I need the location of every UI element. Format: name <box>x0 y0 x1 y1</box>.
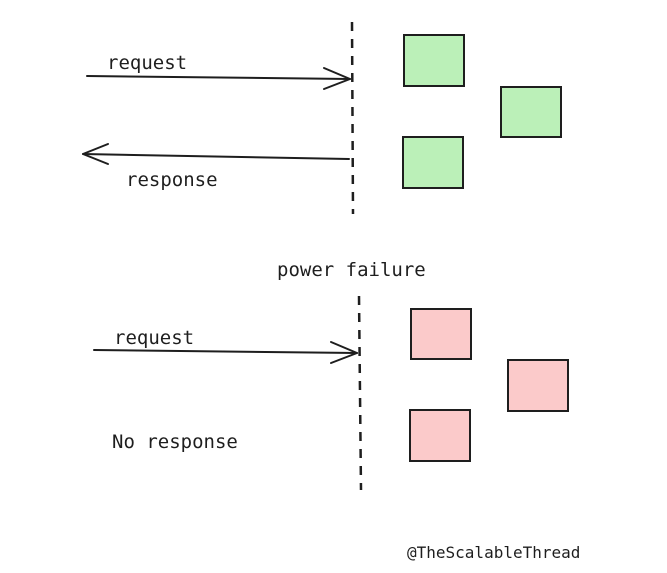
bottom-server-box-1 <box>410 308 472 360</box>
top-response-arrow <box>82 143 350 165</box>
bottom-scenario: request No response <box>93 295 569 491</box>
bottom-boundary-line <box>357 295 363 491</box>
credit-text: @TheScalableThread <box>407 543 580 562</box>
top-request-arrow <box>86 67 351 90</box>
bottom-request-label: request <box>114 327 194 349</box>
top-scenario: request response <box>82 21 562 215</box>
power-failure-label: power failure <box>277 259 426 281</box>
bottom-server-box-3 <box>409 409 471 462</box>
bottom-server-box-2 <box>507 359 569 412</box>
top-response-label: response <box>126 169 218 191</box>
top-server-box-3 <box>402 136 464 189</box>
no-response-label: No response <box>112 431 238 453</box>
bottom-request-arrow <box>93 341 358 364</box>
top-server-box-1 <box>403 34 465 87</box>
top-boundary-line <box>350 21 355 215</box>
top-request-label: request <box>107 52 187 74</box>
top-server-box-2 <box>500 86 562 138</box>
